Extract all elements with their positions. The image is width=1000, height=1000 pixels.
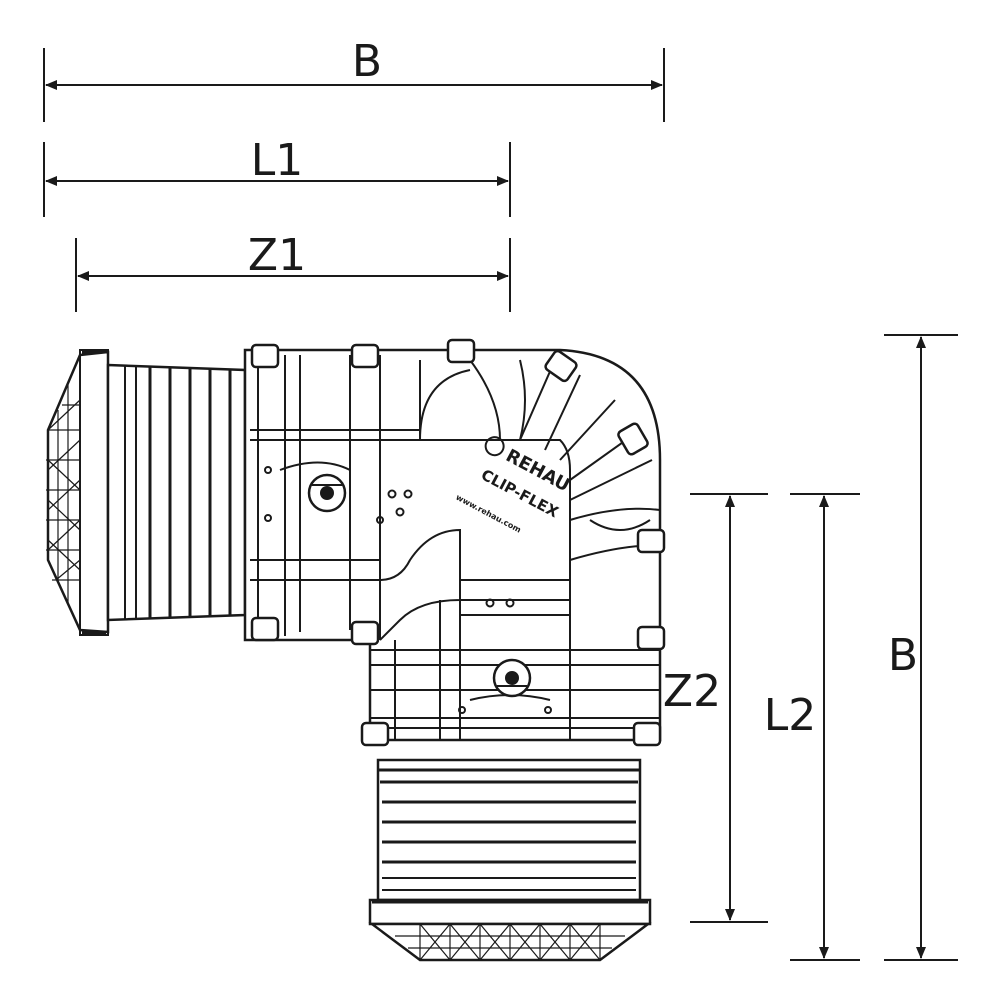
dimension-l1: L1 [43, 135, 511, 217]
dimension-z1: Z1 [75, 230, 511, 312]
elbow-fitting: REHAU CLIP-FLEX www.rehau.com [46, 338, 666, 962]
clip-lugs [250, 338, 666, 747]
dimension-label-z2: Z2 [663, 666, 721, 717]
bottom-spigot [376, 758, 642, 902]
dimension-label-l2: L2 [764, 690, 817, 741]
rivet-dots [264, 466, 552, 714]
dimension-l2: L2 [764, 493, 860, 961]
dimension-label-l1: L1 [251, 135, 304, 186]
dimension-label-z1: Z1 [248, 230, 306, 281]
lock-symbol-lower [492, 658, 532, 698]
dimension-z2: Z2 [663, 493, 768, 923]
dimension-b-right: B [884, 334, 958, 961]
lock-symbol-upper [307, 473, 347, 513]
rehau-logo-icon [484, 436, 505, 457]
dimension-b-top: B [43, 36, 665, 122]
elbow-body [243, 348, 662, 742]
bottom-end-cap [368, 898, 652, 962]
dimension-label-b-right: B [888, 630, 918, 681]
dimension-label-b-top: B [352, 36, 382, 87]
left-spigot [106, 363, 247, 622]
left-end-cap [46, 349, 110, 636]
